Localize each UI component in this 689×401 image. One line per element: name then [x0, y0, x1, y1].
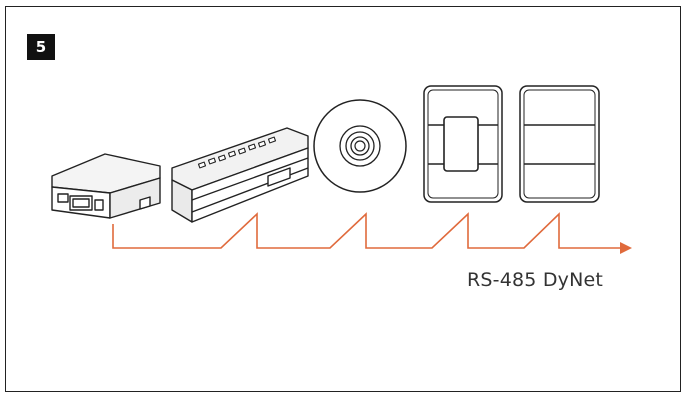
- gateway-box-icon: [51, 153, 161, 219]
- bus-arrow-head: [620, 242, 632, 254]
- round-sensor-icon: [313, 99, 407, 193]
- wall-panel-with-rocker-icon: [423, 85, 503, 203]
- bus-caption-label: RS-485 DyNet: [467, 269, 604, 291]
- step-number-badge: 5: [27, 34, 55, 60]
- rs485-bus-line: [112, 212, 632, 254]
- wall-panel-blank-icon: [519, 85, 600, 203]
- din-rail-controller-icon: [171, 127, 309, 223]
